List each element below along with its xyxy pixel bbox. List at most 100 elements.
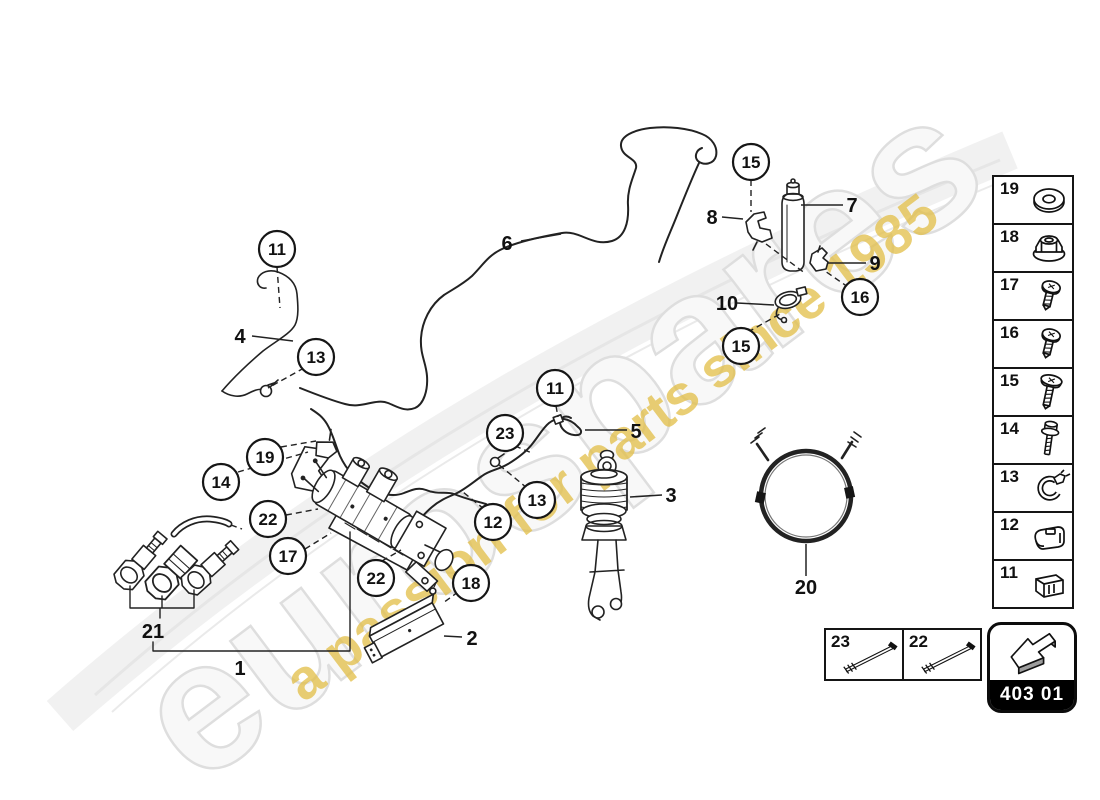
screw-icon <box>1027 322 1071 366</box>
callout-circle[interactable] <box>248 499 288 539</box>
bolt-icon <box>1027 418 1071 462</box>
fastener-cell-13[interactable]: 13 <box>994 465 1072 513</box>
fastener-number: 16 <box>1000 323 1019 342</box>
callout-11[interactable]: 11 <box>535 368 575 408</box>
callout-number: 19 <box>256 448 275 467</box>
callout-12[interactable]: 12 <box>473 502 513 542</box>
callout-circles: 11 13 14 19 22 17 22 18 12 13 23 11 15 16 15 <box>201 142 880 603</box>
fastener-cell-14[interactable]: 14 <box>994 417 1072 465</box>
part-label-21: 21 <box>142 621 164 643</box>
callout-number: 11 <box>546 379 564 398</box>
dashed-assembly-line <box>514 445 533 454</box>
callout-18[interactable]: 18 <box>451 563 491 603</box>
callout-14[interactable]: 14 <box>201 462 241 502</box>
bracket-9 <box>809 245 829 272</box>
callout-17[interactable]: 17 <box>268 536 308 576</box>
callout-16[interactable]: 16 <box>840 277 880 317</box>
callout-11[interactable]: 11 <box>257 229 297 269</box>
fastener-cell-15[interactable]: 15 <box>994 369 1072 417</box>
callout-number: 22 <box>259 510 278 529</box>
callout-circle[interactable] <box>731 142 771 182</box>
fastener-cell-12[interactable]: 12 <box>994 513 1072 561</box>
washer-icon <box>1027 178 1071 222</box>
callout-number: 15 <box>742 153 761 172</box>
callout-circle[interactable] <box>451 563 491 603</box>
dashed-assembly-line <box>267 367 305 389</box>
callout-circle[interactable] <box>840 277 880 317</box>
stud-icon <box>837 638 901 678</box>
fastener-number: 22 <box>909 632 928 651</box>
callout-22[interactable]: 22 <box>248 499 288 539</box>
callout-number: 22 <box>367 569 386 588</box>
callout-circle[interactable] <box>257 229 297 269</box>
callout-circle[interactable] <box>356 558 396 598</box>
callout-circle[interactable] <box>201 462 241 502</box>
pipe-clip-11-right <box>552 414 564 425</box>
direction-arrow-icon <box>990 627 1074 677</box>
leader-line <box>736 302 775 306</box>
pipe-clip-icon <box>1027 466 1071 510</box>
fastener-box-22[interactable]: 22 <box>904 628 982 681</box>
dashed-assembly-line <box>230 524 243 530</box>
callout-number: 13 <box>307 348 326 367</box>
callout-circle[interactable] <box>535 368 575 408</box>
callout-number: 15 <box>732 337 751 356</box>
fastener-cell-11[interactable]: 11 <box>994 561 1072 607</box>
fastener-cell-17[interactable]: 17 <box>994 273 1072 321</box>
fastener-number: 19 <box>1000 179 1019 198</box>
callout-circle[interactable] <box>517 480 557 520</box>
callout-circle[interactable] <box>245 437 285 477</box>
callout-15[interactable]: 15 <box>721 326 761 366</box>
exploded-view-dashed-lines <box>230 180 849 604</box>
pipe-clip-13-right <box>489 453 505 468</box>
part-label-9: 9 <box>869 253 880 275</box>
body-silhouette-band <box>46 131 1018 732</box>
callout-circle[interactable] <box>473 502 513 542</box>
callout-number: 12 <box>484 513 503 532</box>
callout-15[interactable]: 15 <box>731 142 771 182</box>
fastener-cell-19[interactable]: 19 <box>994 177 1072 225</box>
dashed-assembly-line <box>285 508 319 516</box>
fastener-number: 11 <box>1000 563 1018 582</box>
callout-22[interactable]: 22 <box>356 558 396 598</box>
dashed-assembly-line <box>237 451 309 473</box>
screw-icon <box>1027 274 1071 318</box>
callout-circle[interactable] <box>721 326 761 366</box>
callout-circle[interactable] <box>268 536 308 576</box>
dashed-assembly-line <box>462 491 485 510</box>
part-label-1: 1 <box>234 658 245 680</box>
fastener-box-23[interactable]: 23 <box>824 628 904 681</box>
flange-nut-icon <box>1027 226 1071 270</box>
fastener-number: 13 <box>1000 467 1019 486</box>
part-label-2: 2 <box>466 628 477 650</box>
callout-23[interactable]: 23 <box>485 413 525 453</box>
callout-circle[interactable] <box>485 413 525 453</box>
dashed-assembly-line <box>747 313 781 333</box>
leveling-valve-unit <box>290 428 454 592</box>
part-label-3: 3 <box>665 485 676 507</box>
fastener-number: 17 <box>1000 275 1019 294</box>
callout-circle[interactable] <box>296 337 336 377</box>
dashed-assembly-line <box>381 549 402 562</box>
stud-icon <box>915 638 979 678</box>
background-watermark: eurospares a passion for parts since 198… <box>46 54 1020 800</box>
callout-13[interactable]: 13 <box>517 480 557 520</box>
pressure-cylinder-7 <box>781 178 805 272</box>
leader-line <box>721 216 744 220</box>
fastener-number: 12 <box>1000 515 1019 534</box>
dashed-assembly-line <box>765 243 807 275</box>
fastener-cell-18[interactable]: 18 <box>994 225 1072 273</box>
long-screw-icon <box>1027 370 1071 414</box>
brand-watermark: eurospares <box>98 55 1019 800</box>
control-unit-2 <box>363 581 445 664</box>
dashed-assembly-line <box>276 266 281 309</box>
coiled-hose-20 <box>750 427 862 544</box>
callout-13[interactable]: 13 <box>296 337 336 377</box>
wheel-arch-line <box>94 158 1001 697</box>
fastener-number: 15 <box>1000 371 1019 390</box>
fastener-number: 23 <box>831 632 850 651</box>
fastener-cell-16[interactable]: 16 <box>994 321 1072 369</box>
callout-19[interactable]: 19 <box>245 437 285 477</box>
part-label-7: 7 <box>846 195 857 217</box>
